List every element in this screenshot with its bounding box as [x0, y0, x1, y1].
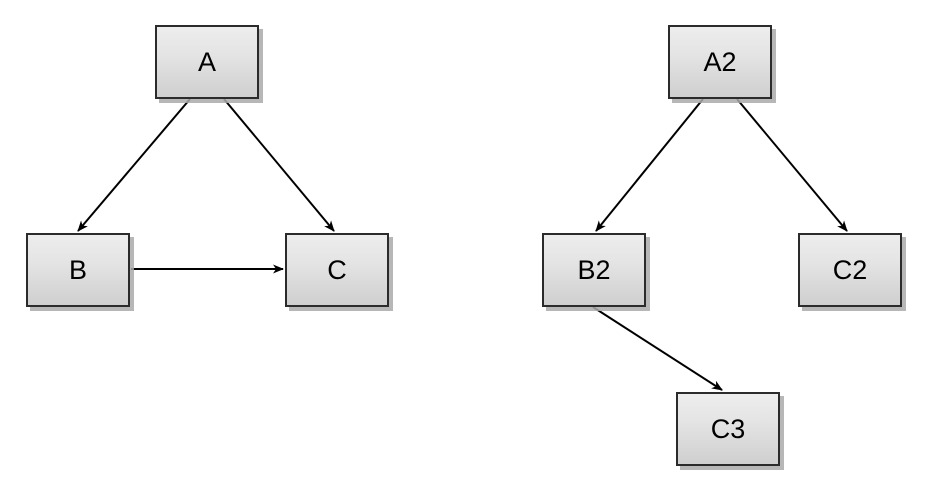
node-label-a2: A2: [703, 46, 737, 77]
edge-a2-to-c2: [736, 98, 848, 232]
node-label-c3: C3: [710, 413, 746, 444]
edge-a-to-c: [223, 98, 335, 232]
node-label-a: A: [197, 46, 216, 77]
node-c[interactable]: C: [285, 233, 389, 307]
node-c3[interactable]: C3: [676, 392, 780, 466]
edge-a-to-b: [77, 98, 191, 232]
node-b[interactable]: B: [26, 233, 130, 307]
node-label-b: B: [68, 254, 87, 285]
edge-b2-to-c3: [592, 306, 723, 391]
node-c2[interactable]: C2: [798, 233, 902, 307]
node-label-c2: C2: [832, 254, 868, 285]
node-a[interactable]: A: [155, 25, 259, 99]
node-label-b2: B2: [577, 254, 611, 285]
node-b2[interactable]: B2: [542, 233, 646, 307]
node-a2[interactable]: A2: [668, 25, 772, 99]
node-label-c: C: [327, 254, 347, 285]
edge-a2-to-b2: [595, 98, 704, 232]
